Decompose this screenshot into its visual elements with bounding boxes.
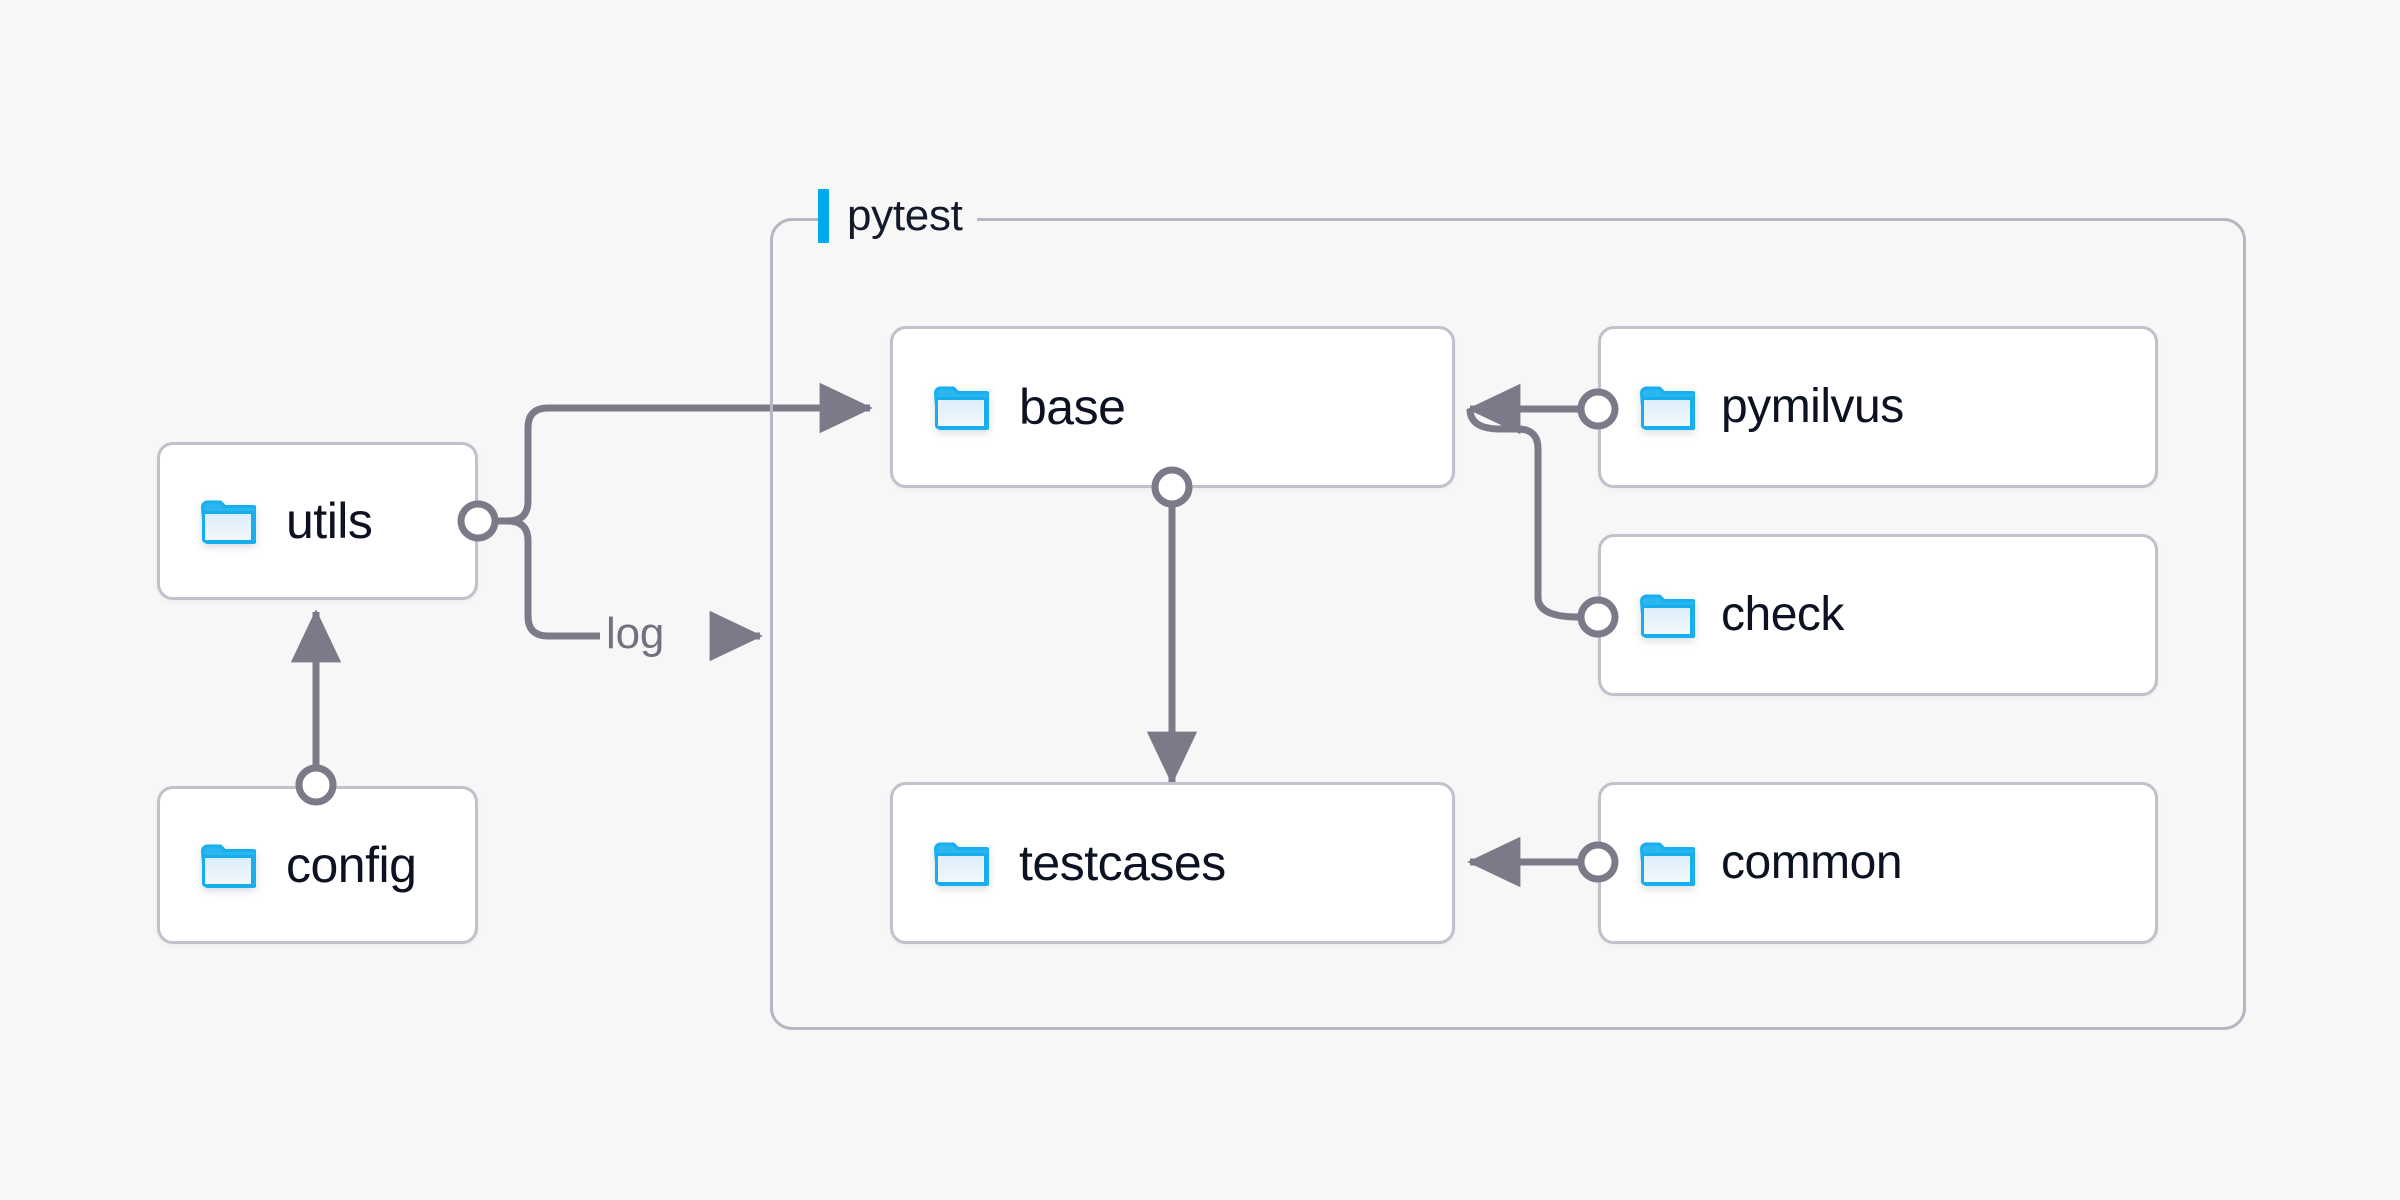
node-label: utils (286, 493, 373, 549)
group-label-text: pytest (847, 191, 963, 240)
edge-label-log: log (606, 609, 665, 658)
folder-icon (933, 840, 989, 886)
folder-icon (200, 498, 256, 544)
node-common[interactable]: common (1598, 782, 2158, 944)
folder-icon (1639, 592, 1695, 638)
node-base[interactable]: base (890, 326, 1455, 488)
folder-icon (1639, 840, 1695, 886)
pytest-group-label: pytest (818, 186, 977, 246)
node-label: testcases (1019, 835, 1226, 891)
folder-icon (933, 384, 989, 430)
node-config[interactable]: config (157, 786, 478, 944)
node-label: config (286, 837, 417, 893)
node-label: pymilvus (1721, 380, 1904, 433)
node-check[interactable]: check (1598, 534, 2158, 696)
node-label: common (1721, 836, 1903, 889)
edge-utils-to-log (478, 517, 600, 640)
pytest-group-container (770, 218, 2246, 1030)
node-label: base (1019, 379, 1126, 435)
node-pymilvus[interactable]: pymilvus (1598, 326, 2158, 488)
node-testcases[interactable]: testcases (890, 782, 1455, 944)
folder-icon (200, 842, 256, 888)
node-utils[interactable]: utils (157, 442, 478, 600)
group-accent-bar (818, 189, 829, 243)
node-label: check (1721, 588, 1844, 641)
folder-icon (1639, 384, 1695, 430)
